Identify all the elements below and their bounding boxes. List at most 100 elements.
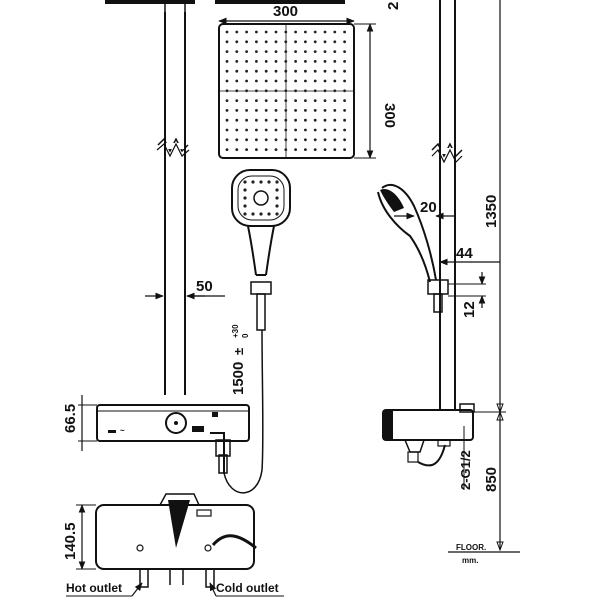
- nozzle-dot: [284, 99, 288, 102]
- top-partial-label: 2: [385, 2, 402, 10]
- nozzle-dot: [225, 138, 229, 142]
- hand-nozzle-dot: [275, 204, 279, 208]
- floor-label: FLOOR.: [456, 543, 486, 552]
- nozzle-dot: [333, 50, 337, 53]
- nozzle-dot: [313, 69, 317, 73]
- nozzle-dot: [225, 118, 229, 122]
- nozzle-dot: [264, 60, 268, 63]
- nozzle-dot: [304, 138, 307, 142]
- nozzle-dot: [333, 109, 337, 112]
- nozzle-dot: [343, 69, 346, 73]
- nozzle-dot: [225, 69, 229, 73]
- nozzle-dot: [225, 148, 229, 152]
- nozzle-dot: [235, 109, 239, 112]
- nozzle-dot: [274, 99, 278, 102]
- hand-nozzle-dot: [275, 212, 279, 216]
- nozzle-dot: [235, 40, 239, 44]
- hand-shower-front: [231, 169, 291, 331]
- nozzle-dot: [304, 50, 307, 53]
- floor-line: FLOOR. mm.: [448, 543, 520, 565]
- nozzle-dot: [304, 30, 307, 34]
- nozzle-dot: [313, 118, 317, 122]
- nozzle-dot: [284, 60, 288, 63]
- nozzle-dot: [333, 40, 337, 44]
- nozzle-dot: [294, 99, 297, 102]
- nozzle-dot: [294, 109, 297, 112]
- nozzle-dot: [284, 69, 288, 73]
- nozzle-dot: [274, 69, 278, 73]
- nozzle-dot: [245, 79, 249, 83]
- nozzle-dot: [284, 118, 288, 122]
- nozzle-dot: [304, 60, 307, 63]
- nozzle-dot: [343, 109, 346, 112]
- nozzle-dot: [343, 30, 346, 34]
- nozzle-dot: [255, 118, 258, 122]
- nozzle-dot: [284, 128, 288, 132]
- height-dimensions: 1350 850 2: [385, 0, 506, 552]
- side-dimensions: 20 44 12: [394, 199, 500, 318]
- hand-nozzle-dot: [243, 180, 247, 184]
- nozzle-dot: [343, 118, 346, 122]
- nozzle-dot: [304, 118, 307, 122]
- svg-text:~: ~: [120, 426, 125, 435]
- nozzle-dot: [255, 128, 258, 132]
- svg-text:±: ±: [231, 348, 246, 355]
- nozzle-dot: [274, 128, 278, 132]
- nozzle-dot: [264, 128, 268, 132]
- nozzle-dot: [333, 148, 337, 152]
- nozzle-dot: [304, 40, 307, 44]
- nozzle-dot: [313, 128, 317, 132]
- hot-outlet-label: Hot outlet: [66, 581, 122, 595]
- nozzle-dot: [333, 60, 337, 63]
- hand-nozzle-dot: [275, 196, 279, 200]
- hand-nozzle-dot: [275, 180, 279, 184]
- nozzle-dot: [245, 128, 249, 132]
- nozzle-dot: [245, 118, 249, 122]
- nozzle-dot: [274, 40, 278, 44]
- total-height-label: 1350: [483, 195, 500, 228]
- nozzle-dot: [225, 30, 229, 34]
- mixer-side: [382, 403, 475, 467]
- nozzle-dot: [313, 138, 317, 142]
- inlet-thread-label: 2-G1/2: [458, 450, 473, 490]
- nozzle-dot: [225, 99, 229, 102]
- nozzle-dot: [343, 60, 346, 63]
- head-height-label: 300: [381, 103, 398, 128]
- nozzle-dot: [284, 30, 288, 34]
- nozzle-dot: [255, 69, 258, 73]
- nozzle-dot: [323, 40, 327, 44]
- nozzle-dot: [294, 50, 297, 53]
- nozzle-dot: [255, 148, 258, 152]
- nozzle-dot: [225, 109, 229, 112]
- nozzle-dot: [264, 50, 268, 53]
- nozzle-dot: [245, 109, 249, 112]
- hand-nozzle-dot: [251, 212, 255, 216]
- nozzle-dot: [294, 128, 297, 132]
- hand-nozzle-dot: [259, 180, 263, 184]
- hand-nozzle-dot: [251, 180, 255, 184]
- nozzle-dot: [264, 118, 268, 122]
- nozzle-dot: [333, 69, 337, 73]
- nozzle-dot: [235, 30, 239, 34]
- nozzle-dot: [304, 79, 307, 83]
- nozzle-dot: [313, 60, 317, 63]
- nozzle-dot: [255, 109, 258, 112]
- hand-nozzle-dot: [267, 180, 271, 184]
- nozzle-dot: [333, 128, 337, 132]
- nozzle-dot: [323, 109, 327, 112]
- nozzle-dot: [235, 69, 239, 73]
- nozzle-dot: [323, 50, 327, 53]
- nozzle-dot: [225, 89, 229, 93]
- head-height-dimension: 300: [354, 23, 398, 159]
- nozzle-dot: [274, 109, 278, 112]
- nozzle-dot: [323, 128, 327, 132]
- nozzle-dot: [313, 99, 317, 102]
- nozzle-dot: [304, 148, 307, 152]
- nozzle-dot: [225, 40, 229, 44]
- nozzle-dot: [255, 60, 258, 63]
- nozzle-dot: [313, 89, 317, 93]
- nozzle-dot: [313, 30, 317, 34]
- nozzle-dot: [274, 30, 278, 34]
- side-view-rail: [431, 0, 463, 410]
